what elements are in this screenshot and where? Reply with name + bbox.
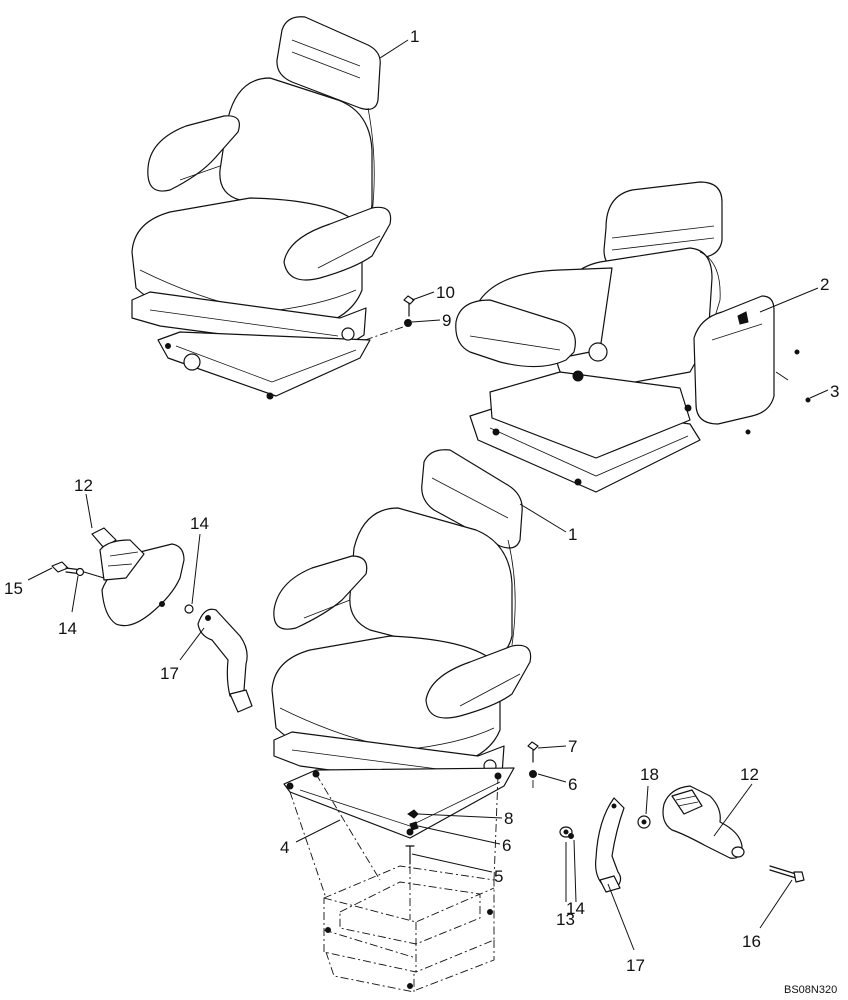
seatbelt-buckle-right	[662, 785, 745, 859]
callout-12-right: 12	[740, 765, 759, 784]
seat-assembly-main	[271, 449, 532, 839]
washer-14-right	[568, 833, 574, 839]
callout-6-upper: 6	[568, 775, 577, 794]
seatbelt-buckle-left	[91, 527, 185, 627]
callout-5: 5	[494, 867, 503, 886]
callout-7: 7	[568, 737, 577, 756]
seatbelt-strap-left	[197, 608, 253, 713]
callout-4: 4	[280, 838, 289, 857]
callout-18: 18	[640, 765, 659, 784]
callout-3: 3	[830, 382, 839, 401]
callout-2: 2	[820, 275, 829, 294]
washer-9	[404, 319, 412, 327]
seat-assembly-top	[131, 16, 392, 400]
side-shield-2	[693, 295, 775, 425]
callout-9: 9	[442, 311, 451, 330]
callout-14-left: 14	[58, 619, 77, 638]
callout-16: 16	[742, 932, 761, 951]
callout-17-left: 17	[160, 664, 179, 683]
callout-14-right: 14	[566, 899, 585, 918]
mount-line-left	[83, 571, 105, 579]
bolt-7	[527, 741, 539, 763]
callout-17-right: 17	[626, 956, 645, 975]
bolt-10	[403, 295, 415, 317]
washer-14-upper	[184, 604, 194, 614]
leader-lines	[27, 39, 829, 951]
washer-18-hole	[641, 819, 647, 825]
bolt-16	[769, 865, 805, 883]
callout-6-lower: 6	[502, 836, 511, 855]
seat-assembly-rear	[455, 181, 723, 493]
washer-6	[529, 770, 537, 778]
mount-line-top	[364, 325, 407, 341]
callout-1-main: 1	[568, 525, 577, 544]
screw-3b	[805, 397, 811, 403]
washer-14-left	[75, 567, 85, 577]
callout-8: 8	[504, 809, 513, 828]
seat-pedestal	[289, 773, 499, 993]
screw-3a	[794, 349, 800, 355]
drawing-reference-code: BS08N320	[784, 984, 837, 996]
callout-10: 10	[436, 283, 455, 302]
screw-3c	[745, 429, 751, 435]
screw-bracket	[775, 371, 789, 381]
callout-13: 13	[556, 910, 575, 929]
callout-15: 15	[4, 579, 23, 598]
callout-1-top: 1	[410, 27, 419, 46]
callout-numbers: 1 1 2 3 4 5 6 6 7 8 9 10 12 12 13 14 14 …	[4, 27, 839, 975]
callout-14-upper: 14	[190, 514, 209, 533]
callout-12-left: 12	[74, 476, 93, 495]
seatbelt-strap-right	[595, 797, 625, 893]
